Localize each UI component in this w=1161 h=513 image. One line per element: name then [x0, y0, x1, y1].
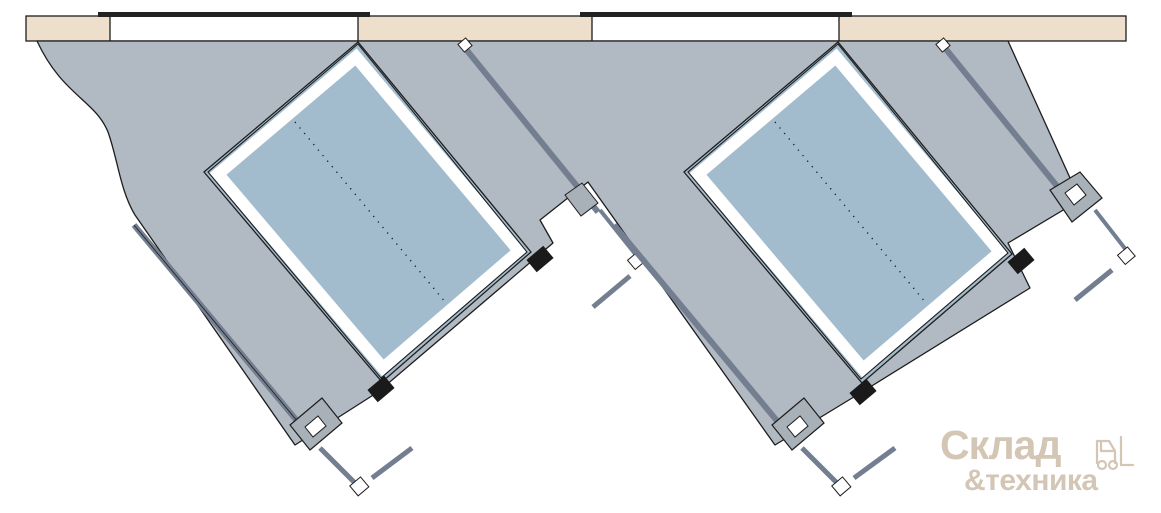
door-seal-strip-left	[98, 12, 370, 17]
watermark-line2: &техника	[964, 464, 1098, 497]
watermark-logo: Склад &техника	[938, 423, 1143, 503]
dock-leveler-frame-outline-1	[207, 43, 528, 379]
dock-leveler-frame-1	[209, 48, 528, 377]
door-panel-1-right	[462, 46, 601, 214]
door-bracket-1	[289, 397, 414, 497]
door-seal-strip-right	[580, 12, 852, 17]
watermark-line1: Склад	[940, 422, 1062, 468]
dock-1	[131, 41, 646, 497]
wall-opening-left	[109, 15, 359, 42]
bumper-2a	[1007, 247, 1035, 275]
dock-leveler-frame-2	[689, 48, 1009, 378]
door-panel-2-left	[611, 223, 786, 430]
wall-corner-cap-2	[935, 37, 951, 53]
forklift-icon	[1095, 435, 1135, 471]
dock-2	[611, 41, 1136, 497]
building-wall	[25, 12, 1127, 42]
door-panel-1-left-edge	[133, 224, 304, 429]
wall-opening-right	[591, 15, 840, 42]
door-bracket-2	[771, 397, 897, 497]
wall-corner-cap-1	[457, 37, 473, 53]
bumper-1a	[526, 245, 554, 273]
bumper-1b	[367, 375, 395, 403]
door-bracket-2b	[1049, 171, 1136, 302]
dock-leveler-frame-outline-2	[687, 43, 1009, 380]
bumper-2b	[849, 378, 877, 406]
door-panel-2-right	[942, 46, 1081, 214]
